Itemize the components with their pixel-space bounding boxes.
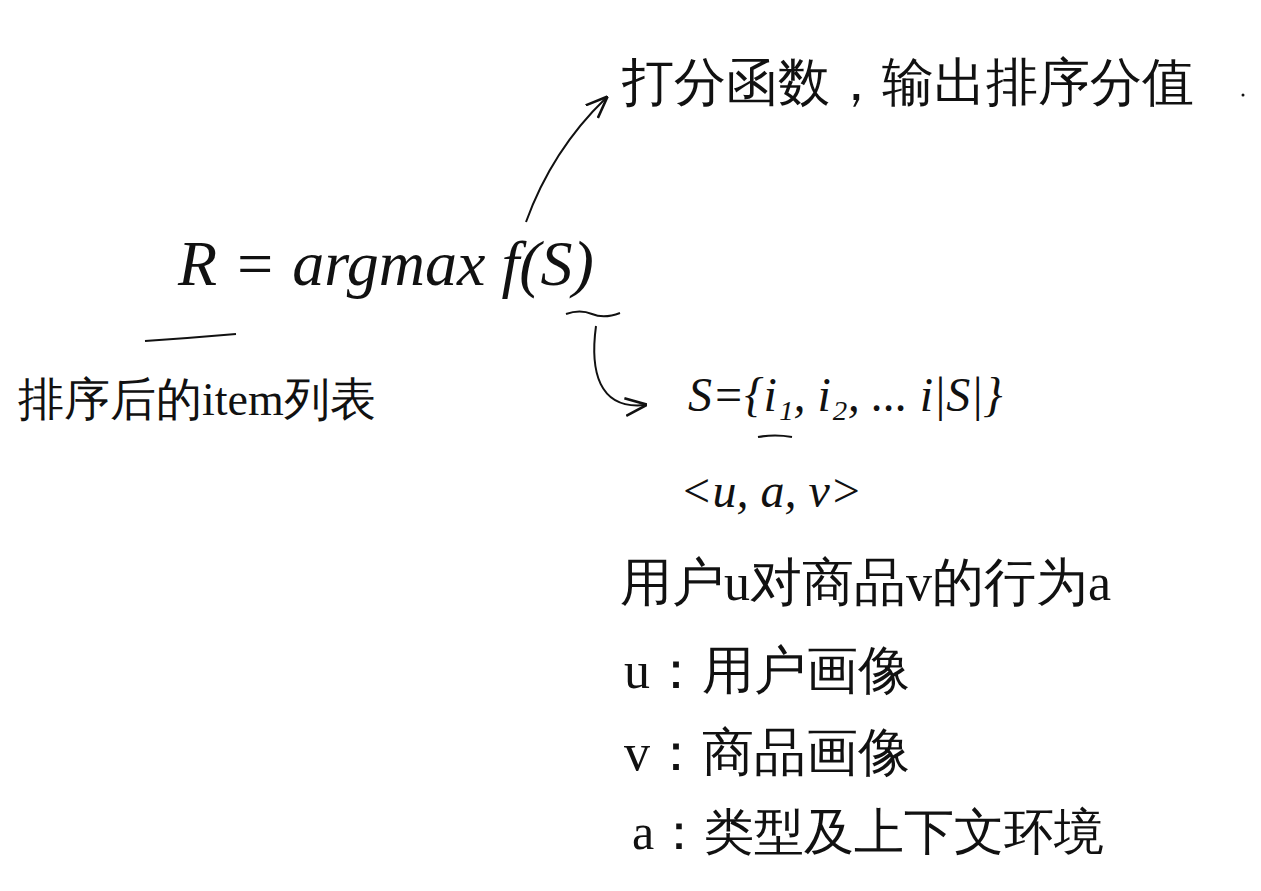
leader-arrow: [594, 326, 645, 405]
underline: [566, 312, 620, 317]
leader-arrow: [526, 98, 606, 222]
annotation: u：用户画像: [624, 640, 910, 702]
annotation: <u, a, v>: [680, 462, 862, 520]
underline: [758, 436, 792, 438]
annotation: 打分函数，输出排序分值: [622, 52, 1194, 114]
dot: [1242, 94, 1245, 97]
underline: [145, 334, 236, 341]
annotation: a：类型及上下文环境: [632, 802, 1104, 862]
annotation: 用户u对商品v的行为a: [620, 552, 1111, 614]
formula: R = argmax f(S): [178, 226, 594, 303]
annotation: 排序后的item列表: [18, 372, 376, 427]
annotation: S={i₁, i₂, ... i|S|}: [688, 366, 1003, 424]
annotation: v：商品画像: [624, 722, 910, 784]
